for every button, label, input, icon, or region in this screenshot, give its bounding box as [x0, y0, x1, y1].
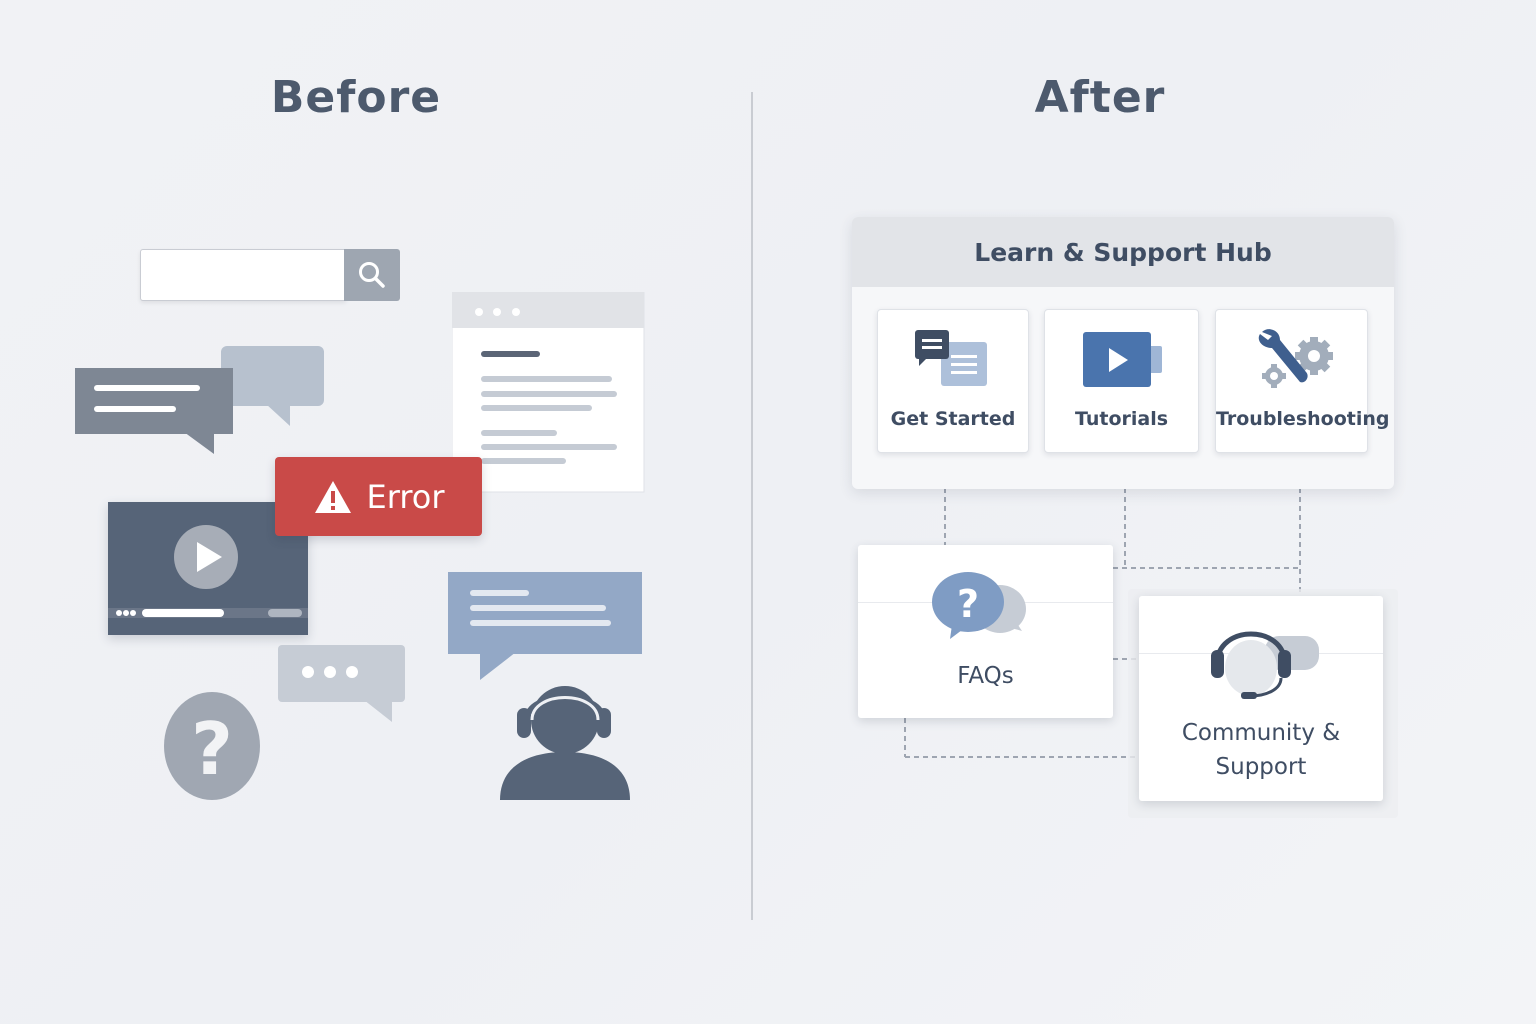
- divider: [751, 92, 753, 920]
- hub-title: Learn & Support Hub: [974, 237, 1272, 267]
- card-label: Get Started: [890, 408, 1016, 430]
- card-community-support[interactable]: Community & Support: [1139, 596, 1383, 801]
- video-player-icon: [108, 502, 308, 635]
- error-banner: Error: [275, 457, 482, 536]
- svg-text:?: ?: [957, 582, 979, 626]
- support-agent-icon: [500, 686, 630, 800]
- learn-support-hub: Learn & Support Hub Get Started Tutorial…: [852, 217, 1394, 489]
- card-faqs[interactable]: ? FAQs: [858, 545, 1113, 718]
- community-label-line2: Support: [1215, 754, 1307, 780]
- question-bubble-icon: ?: [932, 572, 1026, 639]
- headset-icon: [1211, 631, 1319, 699]
- card-label: Troubleshooting: [1216, 408, 1390, 430]
- error-label: Error: [366, 477, 445, 516]
- community-label-line1: Community &: [1181, 720, 1341, 746]
- svg-text:?: ?: [191, 707, 233, 791]
- question-circle-icon: ?: [164, 692, 260, 800]
- card-troubleshooting[interactable]: Troubleshooting: [1215, 309, 1390, 453]
- card-tutorials[interactable]: Tutorials: [1044, 309, 1199, 453]
- after-heading: After: [1034, 72, 1166, 123]
- hub-header: Learn & Support Hub: [852, 217, 1394, 287]
- message-bubble-icon: [448, 572, 642, 680]
- faqs-label: FAQs: [957, 663, 1014, 689]
- wrench-gears-icon: [1258, 329, 1333, 388]
- typing-bubble-icon: [278, 645, 405, 722]
- chat-document-icon: [915, 330, 987, 386]
- search-button[interactable]: [344, 249, 400, 301]
- card-label: Tutorials: [1074, 408, 1169, 430]
- search-icon: [359, 262, 385, 288]
- search-input[interactable]: [140, 249, 346, 301]
- chat-bubbles-icon: [75, 346, 324, 454]
- card-get-started[interactable]: Get Started: [877, 309, 1029, 453]
- warning-icon: [314, 480, 351, 513]
- document-window-icon: [452, 292, 645, 493]
- video-play-icon: [1083, 332, 1162, 387]
- before-heading: Before: [270, 72, 442, 123]
